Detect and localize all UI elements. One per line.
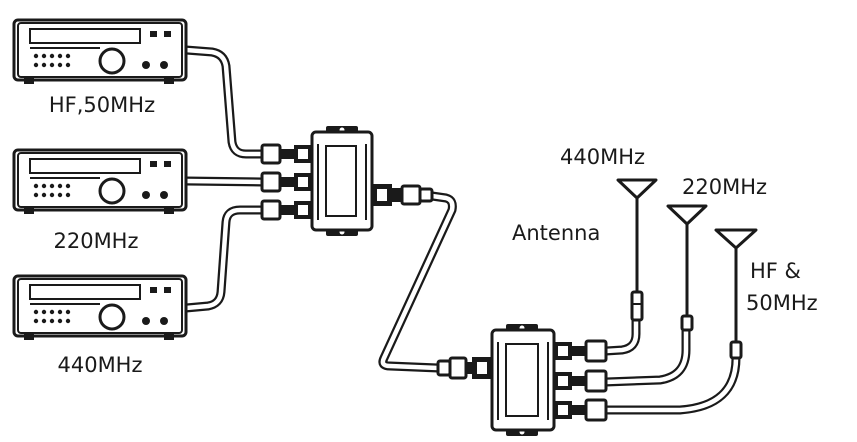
antenna-group-label: Antenna: [512, 221, 600, 245]
antenna-label-440mhz: 440MHz: [560, 145, 645, 169]
radio-440mhz: [12, 274, 188, 340]
coax-connector-icon: [436, 339, 608, 422]
radio-hf-50mhz: [12, 18, 188, 84]
antenna-hf-50mhz: [714, 228, 758, 360]
radio-label-220mhz: 220MHz: [53, 229, 138, 253]
antenna-440mhz: [616, 178, 658, 322]
antenna-icon: [616, 178, 658, 322]
triplexer-icon: [472, 324, 572, 436]
antenna-triplexer: [436, 324, 608, 436]
radio-transceiver-icon: [12, 274, 188, 340]
coax-connector-icon: [260, 143, 434, 221]
antenna-icon: [666, 204, 708, 332]
antenna-icon: [714, 228, 758, 360]
station-triplexer: [260, 126, 434, 236]
radio-transceiver-icon: [12, 18, 188, 84]
radio-220mhz: [12, 148, 188, 214]
antenna-220mhz: [666, 204, 708, 332]
antenna-label-hf-line1: HF &: [750, 259, 801, 283]
radio-label-440mhz: 440MHz: [57, 353, 142, 377]
coax-cables: [181, 45, 741, 415]
triplexer-icon: [294, 126, 392, 236]
radio-transceiver-icon: [12, 148, 188, 214]
antenna-label-hf-line2: 50MHz: [746, 291, 818, 315]
radio-label-hf-50mhz: HF,50MHz: [49, 93, 155, 117]
antenna-label-220mhz: 220MHz: [682, 175, 767, 199]
